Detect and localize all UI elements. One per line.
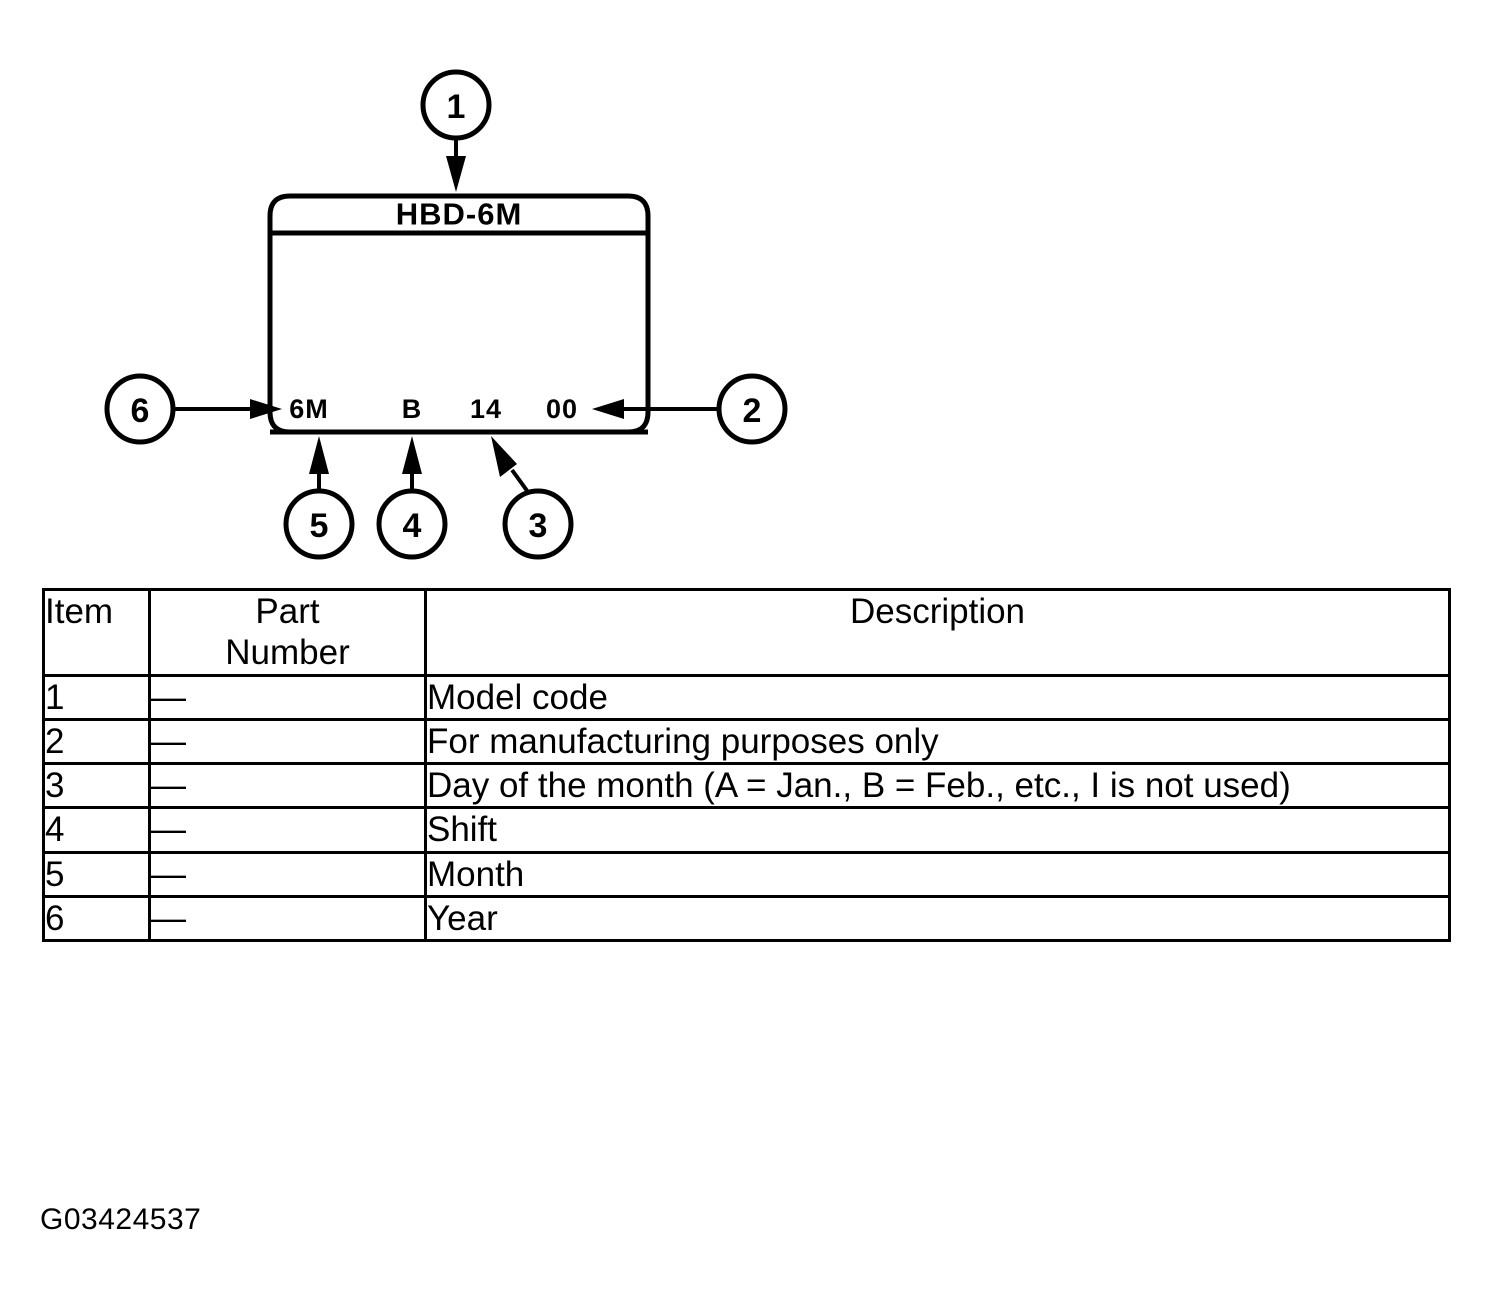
column-header-part-line2: Number — [225, 633, 350, 673]
cell-item: 3 — [42, 762, 151, 810]
table-row: 2 — For manufacturing purposes only — [42, 717, 1451, 766]
model-code-text: HBD-6M — [396, 197, 523, 232]
figure-caption: G03424537 — [40, 1203, 202, 1236]
cell-part-number: — — [148, 717, 427, 766]
cell-item: 2 — [42, 717, 151, 766]
cell-description: Model code — [424, 673, 1451, 721]
column-header-part-number: Part Number — [148, 588, 427, 677]
leader-line-3 — [510, 468, 530, 494]
cell-part-number: — — [148, 806, 427, 854]
leader-arrow-3 — [491, 436, 517, 477]
cell-description: Day of the month (A = Jan., B = Feb., et… — [424, 762, 1451, 810]
cell-description: For manufacturing purposes only — [424, 717, 1451, 766]
leader-arrow-4 — [402, 436, 422, 474]
callout-label-5: 5 — [310, 507, 329, 545]
cell-description: Year — [424, 895, 1451, 943]
table-body: 1 — Model code 2 — For manufacturing pur… — [42, 673, 1451, 943]
table-row: 4 — Shift — [42, 806, 1451, 854]
leader-arrow-5 — [309, 436, 329, 474]
leader-arrow-6 — [250, 399, 282, 419]
code-segment-day: 14 — [470, 394, 502, 424]
cell-description: Month — [424, 850, 1451, 899]
column-header-part-line1: Part — [255, 592, 320, 631]
table-header-row: Item Part Number Description — [42, 588, 1451, 677]
cell-item: 4 — [42, 806, 151, 854]
code-segment-shift: B — [402, 394, 423, 424]
cell-description: Shift — [424, 806, 1451, 854]
table-header: Item Part Number Description — [42, 588, 1451, 677]
cell-part-number: — — [148, 850, 427, 899]
diagram-canvas: HBD-6M 6M B 14 00 1 2 6 5 4 3 — [104, 69, 788, 560]
parts-table: Item Part Number Description 1 — Model c… — [42, 588, 1451, 943]
column-header-description: Description — [424, 588, 1451, 677]
table-row: 3 — Day of the month (A = Jan., B = Feb.… — [42, 762, 1451, 810]
code-segment-month: 6M — [289, 394, 329, 424]
cell-part-number: — — [148, 895, 427, 943]
callout-label-3: 3 — [529, 507, 548, 545]
cell-part-number: — — [148, 673, 427, 721]
callout-label-1: 1 — [447, 88, 466, 126]
callout-label-4: 4 — [403, 507, 422, 545]
cell-item: 5 — [42, 850, 151, 899]
leader-arrow-1 — [446, 156, 466, 192]
leader-arrow-2 — [592, 399, 624, 419]
callout-label-6: 6 — [131, 392, 150, 430]
cell-item: 1 — [42, 673, 151, 721]
callout-label-2: 2 — [743, 392, 762, 430]
label-diagram: HBD-6M 6M B 14 00 1 2 6 5 4 3 — [0, 0, 1488, 580]
table-row: 5 — Month — [42, 850, 1451, 899]
column-header-item: Item — [42, 588, 151, 677]
code-segment-mfg: 00 — [546, 394, 578, 424]
cell-part-number: — — [148, 762, 427, 810]
table-row: 6 — Year — [42, 895, 1451, 943]
table-row: 1 — Model code — [42, 673, 1451, 721]
callout-circle-3 — [502, 488, 574, 560]
cell-item: 6 — [42, 895, 151, 943]
